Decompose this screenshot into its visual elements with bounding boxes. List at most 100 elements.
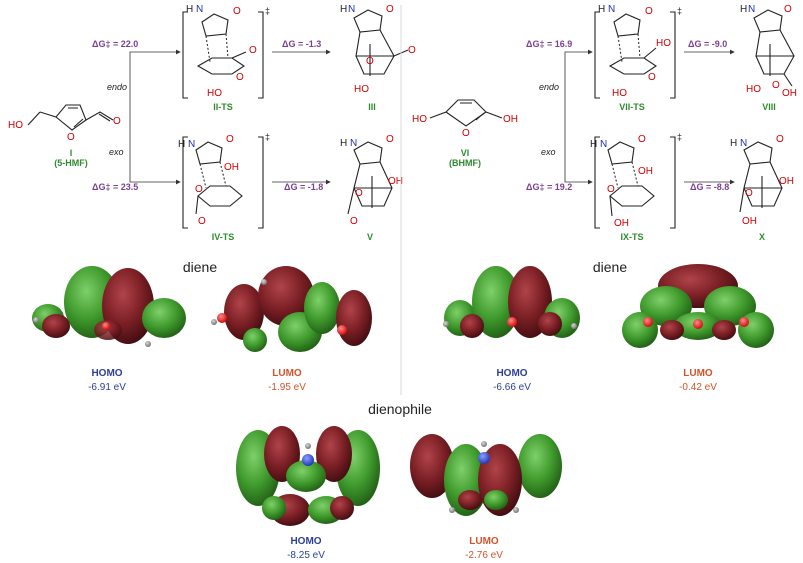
p10-oxygen-carbonyl: O xyxy=(776,134,784,145)
compound-label-VIII: VIII xyxy=(762,102,776,112)
ts7-oxygen-carbonyl: O xyxy=(645,6,653,17)
orbital-dienophile-lumo xyxy=(410,434,562,516)
bhmf-hydroxyl-left: HO xyxy=(412,114,427,125)
p3-hydroxyl: HO xyxy=(354,84,369,95)
p5-oxygen-carbonyl: O xyxy=(386,134,394,145)
exo-dg-left: ΔG = -1.8 xyxy=(284,182,323,192)
compound-label-X: X xyxy=(759,232,765,242)
ts9-hydroxyl-top: OH xyxy=(638,166,653,177)
ts-structure-IX: N H O OH O OH xyxy=(590,134,676,229)
ts9-nitrogen-label: N xyxy=(600,139,607,150)
compound-label-V: V xyxy=(367,232,373,242)
p3-nitrogen-label: N xyxy=(348,4,355,15)
ts2-hydrogen-label: H xyxy=(186,4,193,15)
ts9-ring-oxygen: O xyxy=(607,184,615,195)
ts4-nitrogen-label: N xyxy=(188,139,195,150)
orbital-kind-dienophile-homo: HOMO xyxy=(290,536,321,547)
orbital-energy-dienophile-homo: -8.25 eV xyxy=(287,550,325,561)
p5-hydrogen-label: H xyxy=(340,138,347,149)
ts-structure-II: N H O O HO O xyxy=(182,4,264,99)
ts4-oxygen-carbonyl: O xyxy=(226,134,234,145)
ts4-mark: ‡ xyxy=(265,132,270,142)
ts4-aldehyde-oxygen: O xyxy=(198,216,206,227)
orbital-hmf-homo xyxy=(32,266,186,347)
p5-aldehyde-oxygen: O xyxy=(350,216,358,227)
ts-structure-IV: N H O OH O O xyxy=(178,134,264,229)
ts9-hydrogen-label: H xyxy=(590,139,597,150)
bhmf-hydroxyl-right: OH xyxy=(503,114,518,125)
exo-barrier-right: ΔG‡ = 19.2 xyxy=(526,182,572,192)
ts7-ring-oxygen: O xyxy=(648,72,656,83)
p8-hydrogen-label: H xyxy=(740,4,747,15)
right-scheme: HO O OH VI (BHMF) ΔG‡ = 16.9 endo exo ΔG… xyxy=(412,4,797,242)
p8-hydroxyl-right: OH xyxy=(782,88,797,99)
p10-hydroxyl-bottom: OH xyxy=(742,216,757,227)
p10-bridge-oxygen: O xyxy=(745,188,753,199)
ts-structure-VII: N H O O HO HO xyxy=(594,4,676,99)
diene-heading-right: diene xyxy=(593,259,627,275)
ts4-hydrogen-label: H xyxy=(178,139,185,150)
compound-label-IV-TS: IV-TS xyxy=(212,232,235,242)
hydroxyl-atom-label: HO xyxy=(8,120,23,131)
ts2-oxygen-carbonyl: O xyxy=(233,6,241,17)
bhmf-ring-oxygen: O xyxy=(462,128,470,139)
orbital-energy-bhmf-lumo: -0.42 eV xyxy=(679,382,717,393)
endo-label-right: endo xyxy=(539,82,559,92)
ts7-hydroxyl-right: HO xyxy=(656,38,671,49)
ts9-mark: ‡ xyxy=(677,132,682,142)
compound-label-III: III xyxy=(368,102,376,112)
orbital-kind-bhmf-homo: HOMO xyxy=(496,368,527,379)
endo-barrier-left: ΔG‡ = 22.0 xyxy=(92,39,138,49)
aldehyde-oxygen-label: O xyxy=(113,116,121,127)
compound-label-VI: VI xyxy=(461,148,470,158)
p3-bridge-oxygen: O xyxy=(366,56,374,67)
orbital-kind-bhmf-lumo: LUMO xyxy=(683,368,713,379)
diene-heading-left: diene xyxy=(183,259,217,275)
endo-dg-right: ΔG = -9.0 xyxy=(688,39,727,49)
ts7-hydroxyl-left: HO xyxy=(612,88,627,99)
ts2-hydroxyl: HO xyxy=(207,88,222,99)
p8-oxygen-carbonyl: O xyxy=(784,4,792,15)
endo-dg-left: ΔG = -1.3 xyxy=(282,39,321,49)
ring-oxygen-label: O xyxy=(67,132,75,143)
compound-label-IX-TS: IX-TS xyxy=(620,232,643,242)
orbital-dienophile-homo xyxy=(236,426,380,526)
exo-label-left: exo xyxy=(109,147,124,157)
orbital-bhmf-lumo xyxy=(622,264,774,348)
orbital-energy-bhmf-homo: -6.66 eV xyxy=(493,382,531,393)
bhmf-structure: HO O OH xyxy=(412,99,518,139)
p3-aldehyde-oxygen: O xyxy=(408,45,416,56)
orbital-kind-hmf-lumo: LUMO xyxy=(272,368,302,379)
left-scheme: HO O O I (5-HMF) ΔG‡ = 22.0 endo exo ΔG‡… xyxy=(8,4,416,242)
p3-hydrogen-label: H xyxy=(340,4,347,15)
ts4-hydroxyl: OH xyxy=(224,162,239,173)
orbital-kind-hmf-homo: HOMO xyxy=(91,368,122,379)
orbital-hmf-lumo xyxy=(211,266,372,352)
product-structure-VIII: N H O O HO OH xyxy=(740,4,797,99)
ts7-nitrogen-label: N xyxy=(608,4,615,15)
p8-hydroxyl-left: HO xyxy=(746,84,761,95)
p10-nitrogen-label: N xyxy=(740,138,747,149)
exo-barrier-left: ΔG‡ = 23.5 xyxy=(92,182,138,192)
product-structure-III: N H O O HO O xyxy=(340,4,416,95)
ts7-mark: ‡ xyxy=(677,6,682,16)
ts9-oxygen-carbonyl: O xyxy=(638,134,646,145)
compound-name-bhmf: (BHMF) xyxy=(449,158,481,168)
ts9-hydroxyl-bottom: OH xyxy=(614,218,629,229)
p3-oxygen-carbonyl: O xyxy=(386,4,394,15)
p10-hydroxyl-top: OH xyxy=(779,176,794,187)
orbital-kind-dienophile-lumo: LUMO xyxy=(469,536,499,547)
p10-hydrogen-label: H xyxy=(730,138,737,149)
hmf-structure: HO O O xyxy=(8,104,121,143)
orbital-energy-hmf-lumo: -1.95 eV xyxy=(268,382,306,393)
ts2-ring-oxygen: O xyxy=(236,72,244,83)
exo-dg-right: ΔG = -8.8 xyxy=(690,182,729,192)
orbital-bhmf-homo xyxy=(443,266,580,338)
product-structure-X: N H O OH O OH xyxy=(730,134,794,227)
ts2-aldehyde-oxygen: O xyxy=(249,45,257,56)
p5-bridge-oxygen: O xyxy=(355,188,363,199)
compound-label-II-TS: II-TS xyxy=(213,102,233,112)
ts2-mark: ‡ xyxy=(265,6,270,16)
exo-label-right: exo xyxy=(541,147,556,157)
